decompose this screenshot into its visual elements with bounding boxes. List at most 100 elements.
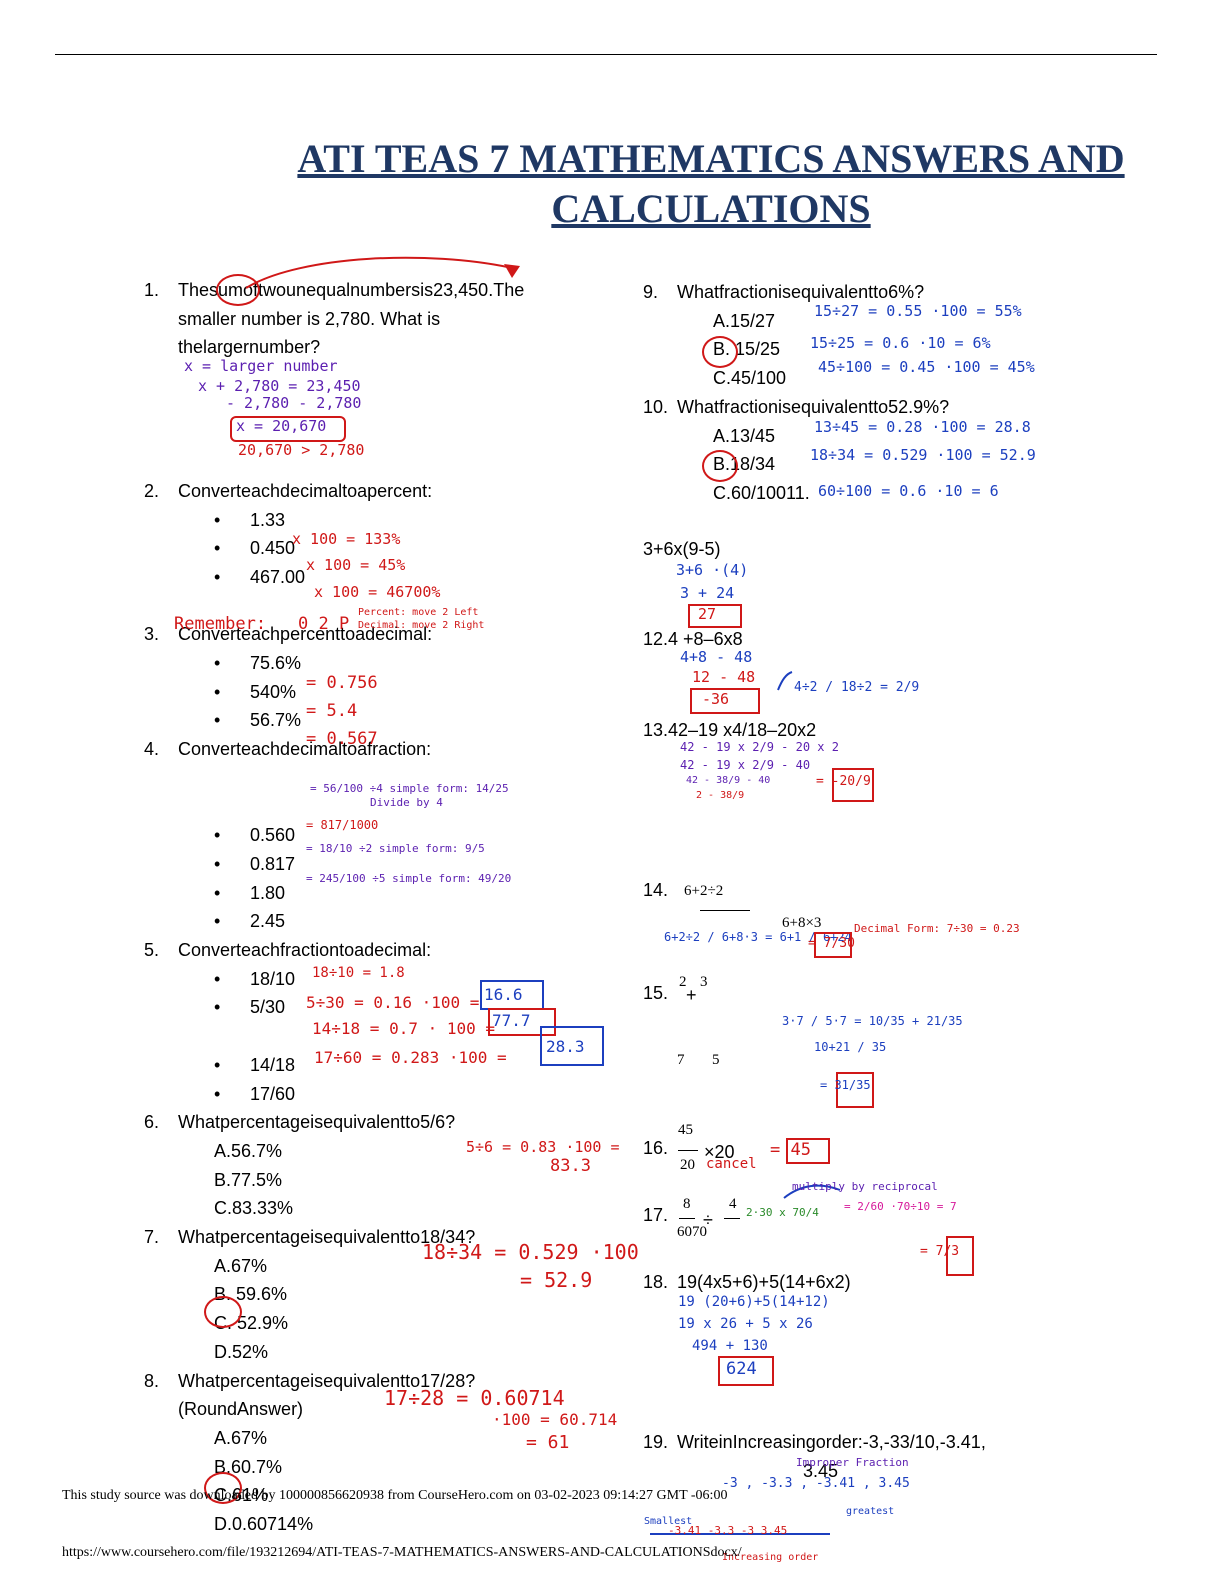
handwritten-note: 2 - 38/9 <box>696 790 745 801</box>
fraction-bar <box>724 1218 740 1219</box>
handwritten-note: x 100 = 46700% <box>314 583 441 601</box>
list-item: 0.450 <box>144 534 584 563</box>
fraction-bar <box>679 1218 695 1219</box>
footer-url[interactable]: https://www.coursehero.com/file/19321269… <box>62 1545 742 1560</box>
handwritten-note: = 61 <box>526 1432 570 1453</box>
handwritten-note: 42 - 19 x 2/9 - 20 x 2 <box>680 740 839 754</box>
answer-box <box>786 1138 830 1164</box>
list-item: 56.7% <box>144 706 584 735</box>
question-text: smaller number is 2,780. What is <box>178 308 441 329</box>
question-number: 3. <box>144 624 160 645</box>
handwritten-note: = 18/10 ÷2 simple form: 9/5 <box>306 842 485 855</box>
handwritten-note: 17÷60 = 0.283 ·100 = <box>314 1048 507 1067</box>
question-text: WriteinIncreasingorder:-3,-33/10,-3.41, <box>677 1432 986 1452</box>
question-number: 19. <box>643 1432 669 1452</box>
question-number: 14. <box>643 880 669 900</box>
question-2: 2. Converteachdecimaltoapercent: <box>144 477 584 506</box>
fraction-bar <box>678 1150 698 1151</box>
fraction-numerator: 8 <box>683 1196 691 1212</box>
handwritten-note: = 31/35 <box>820 1078 871 1092</box>
answer-option: A.67% <box>214 1428 268 1448</box>
question-text: Whatfractionisequivalentto6%? <box>677 282 925 302</box>
question-text: Converteachfractiontoadecimal: <box>178 940 432 961</box>
handwritten-note: cancel <box>706 1156 757 1172</box>
handwritten-note: greatest <box>846 1506 895 1517</box>
handwritten-note: 624 <box>726 1359 757 1379</box>
handwritten-note: = 245/100 ÷5 simple form: 49/20 <box>306 872 512 885</box>
question-text: 3.45 <box>803 1460 839 1481</box>
answer-option: C.83.33% <box>214 1198 294 1219</box>
handwritten-note: 42 - 19 x 2/9 - 40 <box>680 758 811 772</box>
operator: ÷ <box>703 1210 713 1230</box>
handwritten-note: = 0.567 <box>306 729 378 749</box>
handwritten-note: 5÷6 = 0.83 ·100 = <box>466 1138 620 1156</box>
handwritten-note: = 7/30 <box>808 936 855 951</box>
handwritten-note: Remember: <box>174 614 267 634</box>
fraction-numerator: 4 <box>729 1196 737 1212</box>
question-number: 10. <box>643 396 669 417</box>
question-number: 4. <box>144 739 160 760</box>
handwritten-note: = 45 <box>770 1140 811 1160</box>
question-4: 4. Converteachdecimaltoafraction: <box>144 735 584 764</box>
question-3: 3. Converteachpercenttoadecimal: <box>144 620 584 649</box>
handwritten-note: x 100 = 45% <box>306 556 406 574</box>
handwritten-note: -36 <box>702 690 730 708</box>
circle-mark <box>702 336 738 368</box>
answer-box <box>688 604 742 628</box>
handwritten-note: x = 20,670 <box>236 417 327 435</box>
handwritten-note: Improper Fraction <box>796 1456 909 1469</box>
handwritten-note: Decimal: move 2 Right <box>358 620 485 631</box>
answer-box <box>540 1026 604 1066</box>
question-number: 17. <box>643 1205 669 1225</box>
fraction-denominator: 5 <box>712 1052 720 1068</box>
answer-box <box>946 1236 974 1276</box>
handwritten-note: 17÷28 = 0.60714 <box>384 1386 565 1410</box>
handwritten-note: - 2,780 - 2,780 <box>226 394 362 412</box>
top-rule <box>55 54 1157 55</box>
handwritten-note: 42 - 38/9 - 40 <box>686 775 771 786</box>
answer-option: B.77.5% <box>214 1169 283 1190</box>
list-item: 1.33 <box>144 506 584 535</box>
handwritten-note: 19 (20+6)+5(14+12) <box>678 1294 830 1310</box>
question-text: Whatpercentageisequivalentto5/6? <box>178 1112 456 1133</box>
handwritten-note: = 52.9 <box>520 1268 593 1292</box>
question-5: 5. Converteachfractiontoadecimal: <box>144 936 584 965</box>
handwritten-note: 18÷10 = 1.8 <box>312 965 405 981</box>
handwritten-note: 45÷100 = 0.45 ·100 = 45% <box>818 358 1035 376</box>
handwritten-note: 3·7 / 5·7 = 10/35 + 21/35 <box>782 1014 963 1028</box>
fraction-denominator: 7 <box>677 1052 685 1068</box>
handwritten-note: 16.6 <box>484 985 523 1004</box>
question-text: Whatpercentageisequivalentto18/34? <box>178 1227 476 1248</box>
circle-mark <box>204 1296 242 1328</box>
handwritten-note: x + 2,780 = 23,450 <box>198 377 361 395</box>
circle-mark <box>204 1472 242 1504</box>
question-number: 18. <box>643 1272 669 1292</box>
answer-box <box>230 416 346 442</box>
answer-box <box>488 1008 556 1036</box>
question-text: 19(4x5+6)+5(14+6x2) <box>677 1272 851 1292</box>
list-item: 2.45 <box>144 907 584 936</box>
handwritten-note: 77.7 <box>492 1011 531 1030</box>
handwritten-note: 19 x 26 + 5 x 26 <box>678 1316 813 1332</box>
fraction-bar <box>700 910 750 911</box>
handwritten-note: 83.3 <box>550 1156 591 1176</box>
question-1: 1. Thesumoftwounequalnumbersis23,450.The… <box>144 276 584 362</box>
circle-mark <box>702 450 738 482</box>
handwritten-note: x 100 = 133% <box>292 530 401 548</box>
list-item: 17/60 <box>144 1080 584 1109</box>
handwritten-note: Percent: move 2 Left <box>358 607 479 618</box>
fraction-denominator: 60 <box>677 1224 692 1240</box>
handwritten-note: 5÷30 = 0.16 ·100 = <box>306 993 480 1012</box>
handwritten-note: = -20/9 <box>816 774 871 789</box>
answer-box <box>836 1072 874 1108</box>
question-text: Converteachdecimaltoafraction: <box>178 739 432 760</box>
question-text: Thesumoftwounequalnumbersis23,450.The <box>178 280 525 300</box>
question-6: 6. Whatpercentageisequivalentto5/6? A.56… <box>144 1108 584 1223</box>
question-number: 15. <box>643 983 669 1003</box>
handwritten-note: Smallest <box>644 1516 693 1527</box>
question-11: 3+6x(9-5) <box>643 539 721 559</box>
answer-option: D.0.60714% <box>214 1514 314 1535</box>
question-text: Converteachdecimaltoapercent: <box>178 480 433 501</box>
question-number: 16. <box>643 1138 669 1158</box>
